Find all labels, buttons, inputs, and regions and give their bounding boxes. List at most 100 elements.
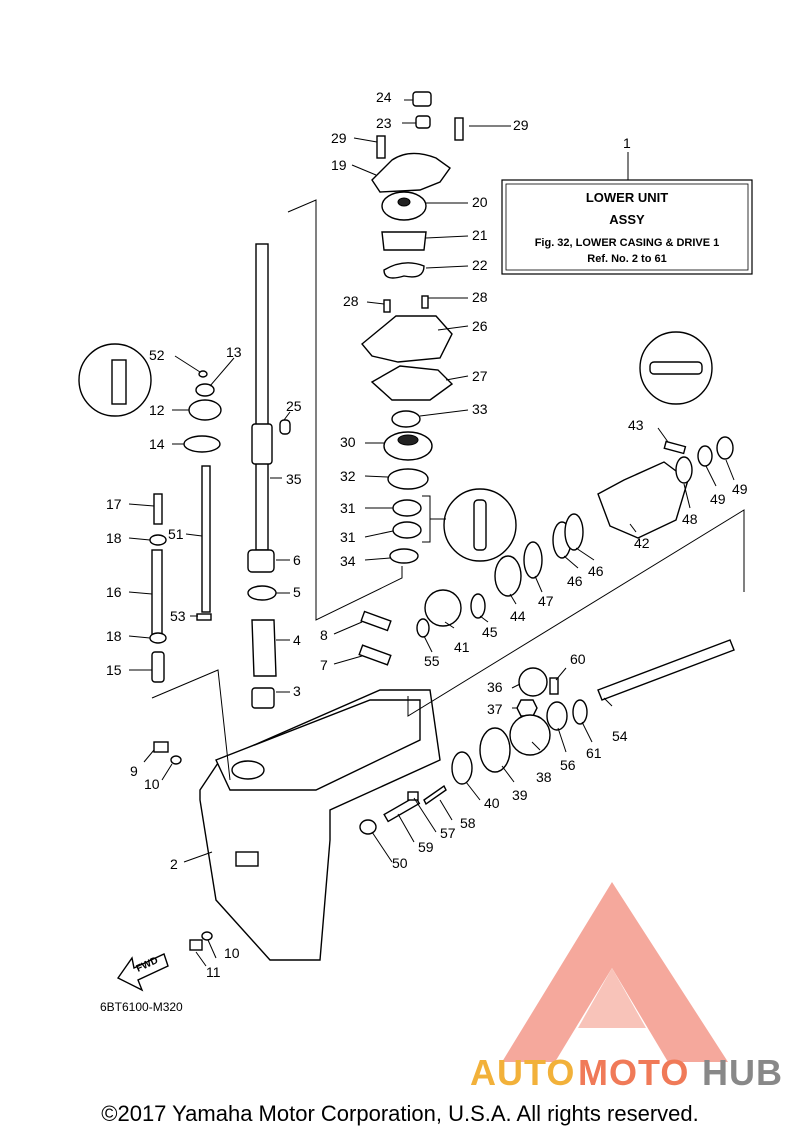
bearing-44 xyxy=(494,555,522,597)
watermark-part3: HUB xyxy=(702,1052,783,1093)
callout-5: 5 xyxy=(293,584,301,600)
callout-50: 50 xyxy=(392,855,408,871)
info-line2: ASSY xyxy=(609,212,645,227)
drive-shaft-35 xyxy=(255,243,269,551)
oil-seal-33 xyxy=(391,410,421,428)
watermark-logo-triangle xyxy=(502,882,728,1062)
callout-37: 37 xyxy=(487,701,503,717)
callout-9: 9 xyxy=(130,763,138,779)
callout-57: 57 xyxy=(440,825,456,841)
callout-38: 38 xyxy=(536,769,552,785)
watermark-part1: AUTO xyxy=(470,1052,575,1093)
callout-11: 11 xyxy=(206,964,221,980)
joint-15 xyxy=(151,651,165,683)
shift-rod-51 xyxy=(201,465,211,613)
oil-seal-housing-30 xyxy=(383,431,433,461)
callout-28a: 28 xyxy=(343,293,359,309)
callout-numbers: 24 23 29 29 19 20 21 22 28 28 26 27 33 3… xyxy=(106,89,748,980)
clip-18b xyxy=(149,632,167,644)
spring-58 xyxy=(423,784,447,806)
callout-36: 36 xyxy=(487,679,503,695)
callout-48: 48 xyxy=(682,511,698,527)
callout-1: 1 xyxy=(623,135,631,151)
collar-13 xyxy=(195,383,215,397)
callout-31a: 31 xyxy=(340,500,356,516)
water-pump-group xyxy=(361,91,464,564)
o-ring-46b xyxy=(564,513,584,551)
callout-16: 16 xyxy=(106,584,122,600)
impeller-21 xyxy=(381,231,427,251)
gasket-27 xyxy=(370,365,454,401)
o-ring-32 xyxy=(387,468,429,490)
pin-53 xyxy=(196,613,212,621)
bushing-12 xyxy=(188,399,222,421)
callout-18a: 18 xyxy=(106,530,122,546)
shift-rod-group xyxy=(78,343,222,683)
info-line4: Ref. No. 2 to 61 xyxy=(587,253,666,265)
bolt-11 xyxy=(189,939,203,951)
washer-10b xyxy=(201,931,213,941)
o-ring-47 xyxy=(523,541,543,579)
gear-propshaft-group xyxy=(359,331,735,835)
shim-40 xyxy=(451,751,473,785)
callout-28b: 28 xyxy=(472,289,488,305)
callout-23: 23 xyxy=(376,115,392,131)
grommet-23 xyxy=(415,115,431,129)
callout-35: 35 xyxy=(286,471,302,487)
oil-seal-49b xyxy=(716,436,734,460)
leader-lines xyxy=(128,99,745,967)
collar-34 xyxy=(389,548,419,564)
callout-12: 12 xyxy=(149,402,165,418)
callout-24: 24 xyxy=(376,89,392,105)
callout-40: 40 xyxy=(484,795,500,811)
callout-22: 22 xyxy=(472,257,488,273)
shim-61 xyxy=(572,699,588,725)
oil-seal-49a xyxy=(697,445,713,467)
callout-3: 3 xyxy=(293,683,301,699)
propeller-shaft-housing-42 xyxy=(597,461,689,539)
callout-2: 2 xyxy=(170,856,178,872)
callout-21: 21 xyxy=(472,227,488,243)
callout-47: 47 xyxy=(538,593,554,609)
outer-plate-26 xyxy=(361,315,453,363)
callout-42: 42 xyxy=(634,535,650,551)
watermark-text: AUTO MOTO HUB xyxy=(470,1052,783,1093)
nut-50 xyxy=(359,819,377,835)
callout-15: 15 xyxy=(106,662,122,678)
pin-57 xyxy=(407,791,419,801)
needle-bearing-48 xyxy=(675,456,693,484)
nut-37 xyxy=(516,699,538,717)
needle-bearing-3 xyxy=(251,687,275,709)
pinion-36 xyxy=(518,667,548,697)
callout-41: 41 xyxy=(454,639,470,655)
callout-6: 6 xyxy=(293,552,301,568)
callout-61: 61 xyxy=(586,745,602,761)
drive-shaft-group xyxy=(247,243,291,709)
callout-53: 53 xyxy=(170,608,186,624)
drawing-code: 6BT6100-M320 xyxy=(100,1000,183,1014)
copyright-notice: ©2017 Yamaha Motor Corporation, U.S.A. A… xyxy=(101,1101,699,1126)
bushing-6 xyxy=(247,549,275,573)
key-25 xyxy=(279,419,291,435)
plate-7 xyxy=(358,644,392,666)
callout-7: 7 xyxy=(320,657,328,673)
callout-46a: 46 xyxy=(567,573,583,589)
callout-29b: 29 xyxy=(513,117,529,133)
clip-18a xyxy=(149,534,167,546)
callout-14: 14 xyxy=(149,436,165,452)
sleeve-4 xyxy=(251,619,277,677)
callout-60: 60 xyxy=(570,651,586,667)
reverse-gear-38 xyxy=(509,714,551,756)
bolt-29b xyxy=(454,117,464,141)
callout-10b: 10 xyxy=(224,945,240,961)
bolt-9 xyxy=(153,741,169,753)
callout-58: 58 xyxy=(460,815,476,831)
callout-49b: 49 xyxy=(732,481,748,497)
o-ring-5 xyxy=(247,585,277,601)
fwd-arrow-icon: FWD xyxy=(116,953,169,992)
rod-16 xyxy=(151,549,163,637)
callout-54: 54 xyxy=(612,728,628,744)
callout-56: 56 xyxy=(560,757,576,773)
callout-27: 27 xyxy=(472,368,488,384)
callout-59: 59 xyxy=(418,839,434,855)
